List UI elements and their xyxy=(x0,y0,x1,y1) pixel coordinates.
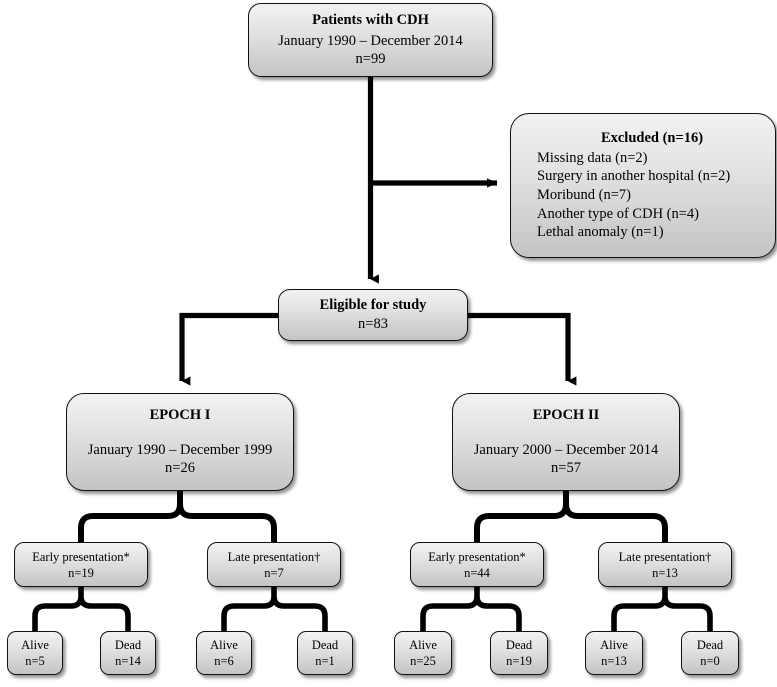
node-excluded: Excluded (n=16) Missing data (n=2) Surge… xyxy=(510,113,776,258)
outcome-label: Alive xyxy=(409,638,437,652)
group-label: Late presentation† xyxy=(618,549,712,564)
outcome-count: n=14 xyxy=(115,654,141,668)
epoch2-title: EPOCH II xyxy=(532,407,600,424)
epoch1-title: EPOCH I xyxy=(149,407,211,424)
node-outcome-alive: Alive n=6 xyxy=(196,631,252,675)
node-epoch2-early-presentation: Early presentation* n=44 xyxy=(410,542,544,587)
excluded-title: Excluded (n=16) xyxy=(600,130,704,147)
node-epoch2-late-presentation: Late presentation† n=13 xyxy=(598,542,732,587)
excluded-reason: Surgery in another hospital (n=2) xyxy=(537,168,731,185)
connector-pres-e1-late-bracket xyxy=(221,587,328,631)
node-patients-with-cdh: Patients with CDH January 1990 – Decembe… xyxy=(248,3,493,77)
node-eligible-for-study: Eligible for study n=83 xyxy=(278,289,468,341)
outcome-count: n=1 xyxy=(315,654,335,668)
excluded-reason: Missing data (n=2) xyxy=(537,149,648,166)
group-count: n=19 xyxy=(68,565,94,580)
group-label: Late presentation† xyxy=(227,549,321,564)
outcome-count: n=19 xyxy=(506,654,532,668)
excluded-reason: Moribund (n=7) xyxy=(537,187,631,203)
eligible-title: Eligible for study xyxy=(319,297,427,314)
root-title: Patients with CDH xyxy=(312,12,429,29)
outcome-count: n=25 xyxy=(410,654,436,668)
epoch2-count: n=57 xyxy=(551,460,581,477)
node-epoch1-early-presentation: Early presentation* n=19 xyxy=(14,542,148,587)
connector-eligible-to-epoch1 xyxy=(179,312,278,386)
outcome-label: Dead xyxy=(311,638,339,652)
connector-epoch1-bracket xyxy=(78,491,277,542)
node-outcome-alive: Alive n=13 xyxy=(585,631,643,675)
group-label: Early presentation* xyxy=(428,549,526,564)
outcome-label: Dead xyxy=(696,638,724,652)
connector-epoch2-bracket xyxy=(474,491,668,542)
outcome-count: n=6 xyxy=(214,654,234,668)
connector-pres-e2-late-bracket xyxy=(611,587,713,631)
node-outcome-alive: Alive n=5 xyxy=(7,631,63,675)
root-count: n=99 xyxy=(355,51,386,68)
root-period: January 1990 – December 2014 xyxy=(278,32,463,49)
eligible-count: n=83 xyxy=(358,316,388,332)
node-outcome-dead: Dead n=19 xyxy=(490,631,548,675)
group-count: n=7 xyxy=(264,565,284,580)
connector-pres-e1-early-bracket xyxy=(32,587,131,631)
node-outcome-dead: Dead n=14 xyxy=(100,631,156,675)
node-epoch1-late-presentation: Late presentation† n=7 xyxy=(207,542,341,587)
epoch1-count: n=26 xyxy=(165,460,195,477)
outcome-label: Alive xyxy=(21,638,49,652)
outcome-label: Alive xyxy=(210,638,238,652)
node-epoch-ii: EPOCH II January 2000 – December 2014 n=… xyxy=(452,393,680,491)
group-count: n=44 xyxy=(464,565,490,580)
outcome-count: n=13 xyxy=(601,654,627,668)
epoch1-period: January 1990 – December 1999 xyxy=(87,441,273,458)
epoch2-period: January 2000 – December 2014 xyxy=(473,441,659,458)
outcome-label: Dead xyxy=(505,638,533,652)
excluded-reason: Another type of CDH (n=4) xyxy=(537,205,700,222)
node-outcome-dead: Dead n=0 xyxy=(681,631,739,675)
outcome-label: Dead xyxy=(114,638,142,652)
outcome-label: Alive xyxy=(600,638,628,652)
outcome-count: n=0 xyxy=(700,654,720,668)
outcome-count: n=5 xyxy=(25,654,45,668)
node-outcome-dead: Dead n=1 xyxy=(297,631,353,675)
group-count: n=13 xyxy=(652,565,678,580)
connector-pres-e2-early-bracket xyxy=(420,587,522,631)
excluded-reason: Lethal anomaly (n=1) xyxy=(537,224,664,241)
node-outcome-alive: Alive n=25 xyxy=(394,631,452,675)
node-epoch-i: EPOCH I January 1990 – December 1999 n=2… xyxy=(66,393,294,491)
group-label: Early presentation* xyxy=(32,549,130,564)
connector-eligible-to-epoch2 xyxy=(468,312,577,386)
